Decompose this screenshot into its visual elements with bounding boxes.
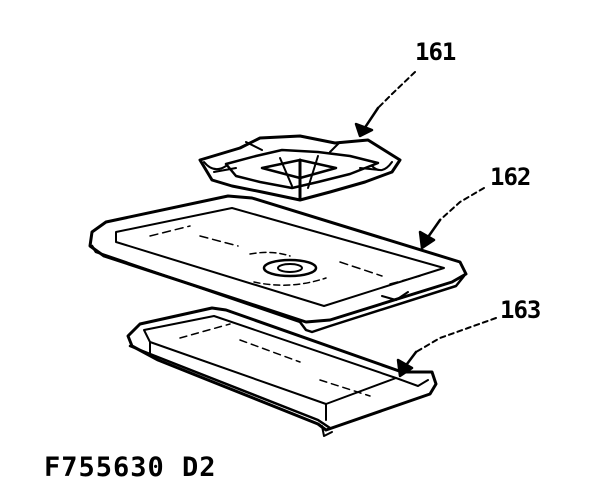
part-161-grate	[198, 134, 402, 202]
leader-arrow-161	[354, 71, 416, 138]
drawing-code: F755630 D2	[44, 452, 217, 483]
callout-label-161: 161	[415, 38, 456, 66]
leader-arrow-163	[396, 317, 497, 378]
part-163-tray	[126, 306, 438, 437]
leader-arrow-162	[418, 187, 485, 250]
callout-label-162: 162	[490, 163, 531, 191]
part-162-top-plate	[88, 194, 468, 334]
callout-label-163: 163	[500, 296, 541, 324]
